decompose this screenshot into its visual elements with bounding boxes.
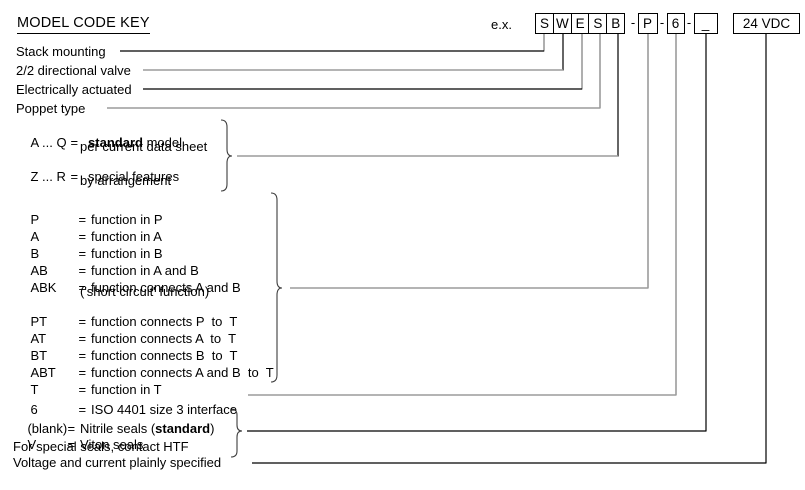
function-row-a: A=function in A — [30, 229, 162, 244]
brace-model-section — [220, 119, 233, 192]
label-poppet-type: Poppet type — [16, 101, 86, 116]
label-directional-valve: 2/2 directional valve — [16, 63, 131, 78]
code-box-s2: S — [588, 13, 608, 34]
model-row-standard-cont: per current data sheet — [80, 139, 208, 154]
voltage-row: Voltage and current plainly specified — [13, 455, 222, 470]
function-row-pt: PT=function connects P to T — [30, 314, 238, 329]
seal-row-nitrile: (blank)=Nitrile seals (standard) — [27, 421, 215, 436]
code-box-size: 6 — [666, 13, 685, 34]
model-row-special-cont: by arrangement — [80, 173, 172, 188]
function-row-bt: BT=function connects B to T — [30, 348, 238, 363]
function-row-abt: ABT=function connects A and B to T — [30, 365, 274, 380]
brace-function-section — [270, 192, 283, 383]
label-electrically-actuated: Electrically actuated — [16, 82, 132, 97]
seal-row-viton: V=Viton seals — [27, 437, 144, 452]
label-stack-mounting: Stack mounting — [16, 44, 106, 59]
model-code: A ... Q — [30, 135, 67, 150]
function-row-abk-cont: ('short circuit' function) — [80, 284, 210, 299]
function-row-b: B=function in B — [30, 246, 163, 261]
seal-row-special: For special seals, contact HTF — [13, 439, 189, 454]
example-label: e.x. — [491, 17, 512, 32]
model-code: Z ... R — [30, 169, 66, 184]
code-box-seal: _ — [693, 13, 718, 34]
function-row-abk: ABK=function connects A and B — [30, 280, 241, 295]
code-box-e: E — [570, 13, 590, 34]
brace-seals-section — [230, 408, 243, 458]
code-box-function: P — [637, 13, 658, 34]
code-box-w: W — [552, 13, 572, 34]
size-row: 6=ISO 4401 size 3 interface — [30, 402, 238, 417]
code-box-s1: S — [535, 13, 554, 34]
page-title: MODEL CODE KEY — [17, 15, 150, 34]
code-box-b: B — [606, 13, 626, 34]
model-row-special: Z ... R=special features — [30, 169, 180, 184]
code-letter-boxes: S W E S B — [535, 13, 626, 34]
code-separator-2: - — [659, 15, 665, 30]
code-separator-3: - — [686, 15, 692, 30]
function-row-at: AT=function connects A to T — [30, 331, 237, 346]
model-row-standard: A ... Q=standard model — [30, 135, 182, 150]
function-row-t: T=function in T — [30, 382, 162, 397]
function-row-p: P=function in P — [30, 212, 163, 227]
function-row-ab: AB=function in A and B — [30, 263, 199, 278]
code-separator-1: - — [630, 15, 636, 30]
code-box-voltage: 24 VDC — [733, 13, 800, 34]
